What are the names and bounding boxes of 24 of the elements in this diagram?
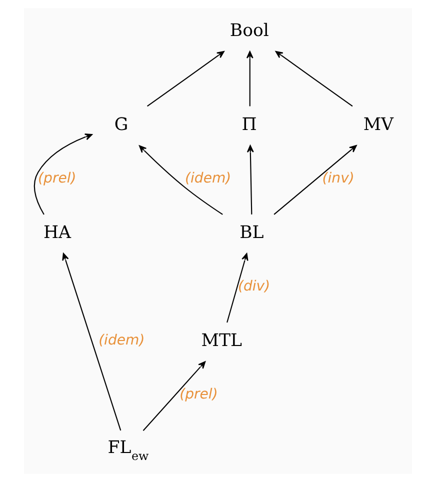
arrow — [62, 252, 122, 431]
arrow — [34, 134, 92, 215]
edge-label: (inv) — [322, 170, 354, 187]
edge-label: (div) — [238, 278, 270, 295]
arrow — [138, 145, 223, 215]
arrow — [226, 253, 248, 323]
node-text: Π — [242, 115, 257, 136]
node-text: FL$_{ew}$ — [108, 438, 149, 464]
edge-label: (prel) — [180, 386, 218, 403]
node-text: BL — [240, 223, 264, 244]
node-text: G — [114, 115, 128, 136]
arrow — [275, 50, 353, 107]
node-text: MV — [363, 115, 394, 136]
edge-label: (prel) — [38, 170, 76, 187]
node-text: HA — [43, 223, 72, 244]
node-text: Bool — [230, 20, 269, 41]
arrow — [142, 361, 206, 431]
arrow — [146, 50, 224, 107]
arrow — [246, 50, 254, 106]
arrow — [274, 145, 357, 215]
edge-label: (idem) — [185, 170, 232, 187]
arrow — [246, 145, 254, 214]
node-text: MTL — [201, 331, 242, 352]
edge-label: (idem) — [98, 332, 145, 349]
